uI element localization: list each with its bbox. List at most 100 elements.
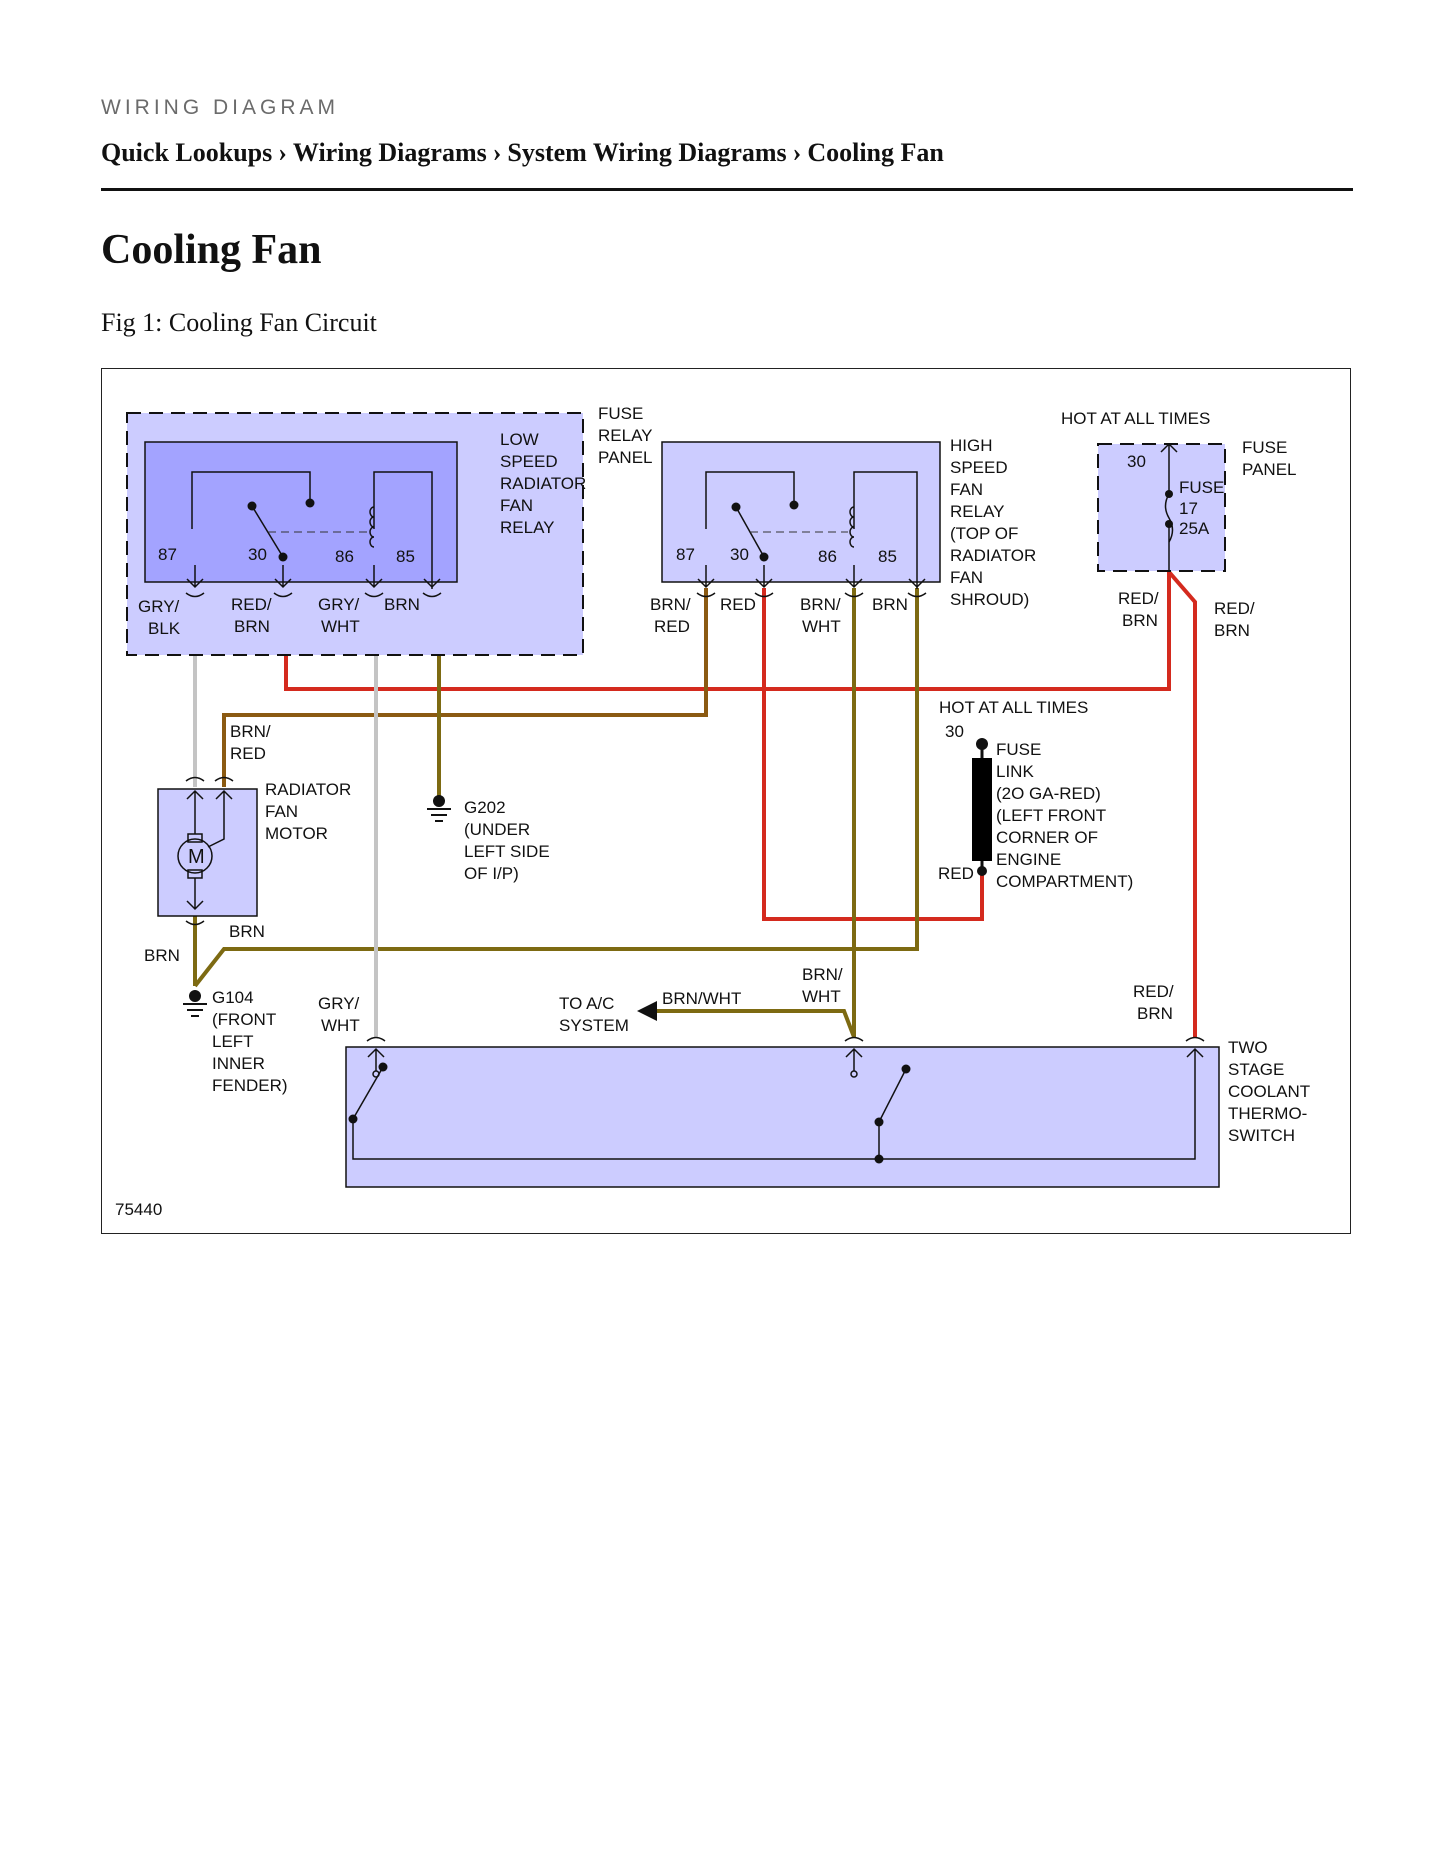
high-relay-label-6: RADIATOR	[950, 546, 1036, 565]
thermo-switch-label-1: TWO	[1228, 1038, 1268, 1057]
g104-label-1: G104	[212, 988, 254, 1007]
wire-label-fuse-red-brn-left-1: RED/	[1118, 589, 1159, 608]
g104-label-2: (FRONT	[212, 1010, 276, 1029]
motor-label-2: FAN	[265, 802, 298, 821]
breadcrumb: Quick Lookups›Wiring Diagrams›System Wir…	[101, 138, 944, 168]
high-relay-label-4: RELAY	[950, 502, 1005, 521]
motor-label-3: MOTOR	[265, 824, 328, 843]
fuse-link-label-7: COMPARTMENT)	[996, 872, 1133, 891]
coolant-thermo-switch: GRY/ WHT BRN/ WHT RED/ BRN TWO STAGE COO…	[318, 965, 1310, 1188]
low-relay-pin-30: 30	[248, 545, 267, 564]
fuse-17-label-3: 25A	[1179, 519, 1210, 538]
fuse-panel-label-2: PANEL	[1242, 460, 1297, 479]
wire-label-thermo-gry-wht-1: GRY/	[318, 994, 360, 1013]
high-relay-pin-87: 87	[676, 545, 695, 564]
fuse-link-label-4: (LEFT FRONT	[996, 806, 1106, 825]
g202-label-4: OF I/P)	[464, 864, 519, 883]
wire-label-ground-brn: BRN	[144, 946, 180, 965]
wire-label-thermo-brn-wht-1: BRN/	[802, 965, 843, 984]
high-relay-label-5: (TOP OF	[950, 524, 1018, 543]
wire-label-gry-blk-2: BLK	[148, 619, 181, 638]
wire-label-brn-red-2: RED	[654, 617, 690, 636]
thermo-switch-label-2: STAGE	[1228, 1060, 1284, 1079]
fuse-panel: HOT AT ALL TIMES 30 FUSE 17 25A FUSE PAN…	[1061, 409, 1297, 640]
low-relay-pin-86: 86	[335, 547, 354, 566]
low-relay-label-3: RADIATOR	[500, 474, 586, 493]
motor-symbol: M	[188, 846, 205, 868]
wire-label-red-high: RED	[720, 595, 756, 614]
wire-label-gry-blk-1: GRY/	[138, 597, 180, 616]
wire-label-thermo-red-brn-1: RED/	[1133, 982, 1174, 1001]
figure-id: 75440	[115, 1200, 162, 1219]
wire-brn-red	[222, 588, 708, 787]
breadcrumb-separator: ›	[492, 138, 502, 167]
fuse-relay-panel-label-2: RELAY	[598, 426, 653, 445]
fuse-panel-hot-label: HOT AT ALL TIMES	[1061, 409, 1210, 428]
wire-label-gry-wht-2: WHT	[321, 617, 360, 636]
high-relay-pin-85: 85	[878, 547, 897, 566]
wire-label-brn-low: BRN	[384, 595, 420, 614]
fuse-link-label-2: LINK	[996, 762, 1034, 781]
motor-label-1: RADIATOR	[265, 780, 351, 799]
low-relay-label-4: FAN	[500, 496, 533, 515]
section-kicker: WIRING DIAGRAM	[101, 96, 339, 119]
fuse-link-pin-30: 30	[945, 722, 964, 741]
fuse-link-label-5: CORNER OF	[996, 828, 1098, 847]
fuse-17-label-1: FUSE	[1179, 478, 1224, 497]
fuse-17-label-2: 17	[1179, 499, 1198, 518]
high-relay-label-7: FAN	[950, 568, 983, 587]
breadcrumb-item-cooling-fan[interactable]: Cooling Fan	[807, 138, 944, 167]
low-relay-label-2: SPEED	[500, 452, 558, 471]
wiring-diagram-figure: 87 30 86 85 LOW SPEED RADIATOR FAN RELAY…	[101, 368, 1351, 1234]
wire-label-thermo-brn-wht-2: WHT	[802, 987, 841, 1006]
wire-label-red-brn-2: BRN	[234, 617, 270, 636]
fuse-link: HOT AT ALL TIMES 30 RED FUSE LINK (2O GA…	[938, 698, 1133, 891]
high-relay-label-8: SHROUD)	[950, 590, 1029, 609]
low-relay-label-5: RELAY	[500, 518, 555, 537]
g104-label-3: LEFT	[212, 1032, 254, 1051]
ground-g104: G104 (FRONT LEFT INNER FENDER)	[183, 988, 288, 1095]
wire-red-brn-bus	[284, 566, 1197, 1037]
wire-label-brn-wht-2: WHT	[802, 617, 841, 636]
low-relay-pin-87: 87	[158, 545, 177, 564]
fuse-link-label-6: ENGINE	[996, 850, 1061, 869]
breadcrumb-item-wiring-diagrams[interactable]: Wiring Diagrams	[292, 138, 487, 167]
low-relay-label-1: LOW	[500, 430, 539, 449]
wire-label-motor-brn-red-1: BRN/	[230, 722, 271, 741]
wire-label-fuse-red-brn-left-2: BRN	[1122, 611, 1158, 630]
fuse-relay-panel-label-3: PANEL	[598, 448, 653, 467]
breadcrumb-item-quick-lookups[interactable]: Quick Lookups	[101, 138, 273, 167]
ac-arrow-icon	[637, 1001, 657, 1021]
g202-label-2: (UNDER	[464, 820, 530, 839]
fuse-panel-label-1: FUSE	[1242, 438, 1287, 457]
thermo-switch-label-5: SWITCH	[1228, 1126, 1295, 1145]
high-relay-label-2: SPEED	[950, 458, 1008, 477]
wire-brn-wht-ac	[654, 1009, 856, 1038]
g104-label-5: FENDER)	[212, 1076, 288, 1095]
ac-label-2: SYSTEM	[559, 1016, 629, 1035]
ac-system: TO A/C SYSTEM BRN/WHT	[559, 989, 741, 1035]
wire-label-motor-brn-red-2: RED	[230, 744, 266, 763]
wire-label-fuse-red-brn-right-2: BRN	[1214, 621, 1250, 640]
high-speed-relay: 87 30 86 85 HIGH SPEED FAN RELAY (TOP OF…	[650, 436, 1036, 636]
wire-brn-ground-bus	[193, 588, 919, 988]
ground-g202: G202 (UNDER LEFT SIDE OF I/P)	[427, 795, 550, 883]
g104-label-4: INNER	[212, 1054, 265, 1073]
fuse-relay-panel-label-1: FUSE	[598, 404, 643, 423]
low-relay-pin-85: 85	[396, 547, 415, 566]
page-title: Cooling Fan	[101, 227, 322, 273]
fuse-panel-pin-30: 30	[1127, 452, 1146, 471]
high-relay-label-3: FAN	[950, 480, 983, 499]
wire-label-fuse-red-brn-right-1: RED/	[1214, 599, 1255, 618]
thermo-switch-label-4: THERMO-	[1228, 1104, 1307, 1123]
radiator-fan-motor: BRN/ RED M RADIATOR FAN MOTOR BRN BRN	[144, 722, 351, 965]
wire-label-thermo-gry-wht-2: WHT	[321, 1016, 360, 1035]
thermo-switch-label-3: COOLANT	[1228, 1082, 1310, 1101]
ac-label-1: TO A/C	[559, 994, 614, 1013]
fuse-link-label-1: FUSE	[996, 740, 1041, 759]
breadcrumb-item-system-wiring-diagrams[interactable]: System Wiring Diagrams	[507, 138, 787, 167]
g202-label-3: LEFT SIDE	[464, 842, 550, 861]
header-divider	[101, 188, 1353, 191]
wire-label-gry-wht-1: GRY/	[318, 595, 360, 614]
motor-body	[157, 788, 258, 917]
